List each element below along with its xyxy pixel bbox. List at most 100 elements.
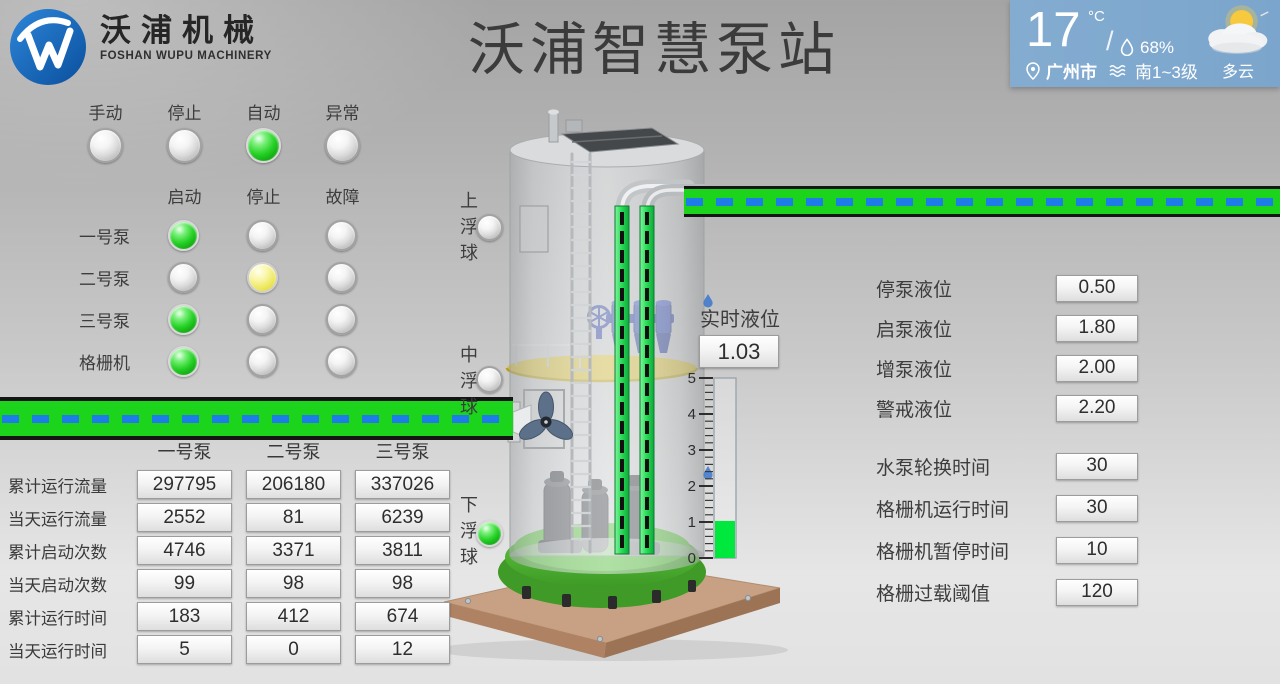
stats-cell-5-0: 5 [130,635,239,664]
pump-lamp-cell-1-1 [223,256,302,298]
timer-value-0[interactable]: 30 [1056,452,1138,480]
pump-lamp-cell-0-2 [302,214,381,256]
mode-lamp-2 [246,127,281,163]
company-logo: 沃浦机械 FOSHAN WUPU MACHINERY [6,3,272,87]
stats-cell-5-1: 0 [239,635,348,664]
mode-lamp-cell-2 [224,122,303,168]
weather-city: 广州市 [1046,63,1097,82]
ladder [570,152,592,554]
pump-row-label-2: 三号泵 [79,311,130,331]
stats-table-header: 一号泵 二号泵 三号泵 [8,438,457,464]
stats-value-2-2: 3811 [355,536,450,565]
location-pin-icon [1026,61,1040,80]
timer-row-2: 格栅机暂停时间 10 [876,529,1138,571]
timer-value-1[interactable]: 30 [1056,494,1138,522]
stats-cell-3-1: 98 [239,569,348,598]
stats-cell-4-2: 674 [348,602,457,631]
setpoint-value-0[interactable]: 0.50 [1056,274,1138,302]
mode-indicator-panel: 手动停止自动异常 [66,100,382,168]
setpoint-label-1: 启泵液位 [876,319,953,341]
timer-label-3: 格栅过载阈值 [876,583,991,605]
stats-corner-cell [8,438,130,464]
humidity-droplet-icon [1120,38,1134,56]
pump-lamp-0-0 [168,219,199,251]
stats-cell-2-0: 4746 [130,536,239,565]
brand-name-cn: 沃浦机械 [100,13,264,48]
setpoint-row-0: 停泵液位 0.50 [876,268,1138,308]
weather-temp-unit: °C [1088,8,1105,25]
stats-col-header-2: 三号泵 [375,442,430,462]
inlet-pipe-flow-dashes [2,414,511,423]
pump-lamp-cell-3-0 [144,340,223,382]
mode-label-1: 停止 [167,103,202,123]
pump-row-label-0: 一号泵 [79,227,130,247]
svg-text:3: 3 [688,442,696,459]
timer-value-2[interactable]: 10 [1056,536,1138,564]
svg-text:2: 2 [688,478,696,495]
stats-cell-4-1: 412 [239,602,348,631]
inlet-pipe [0,397,513,440]
pump-lamp-cell-2-2 [302,298,381,340]
timer-label-2: 格栅机暂停时间 [876,541,1010,563]
stats-cell-1-0: 2552 [130,503,239,532]
setpoint-value-2[interactable]: 2.00 [1056,354,1138,382]
setpoint-label-3: 警戒液位 [876,399,953,421]
stats-value-3-2: 98 [355,569,450,598]
pump-lamp-2-2 [326,303,357,335]
drip-icons [703,294,713,480]
pump-lamp-col-header-1: 停止 [246,187,281,207]
weather-wind: 南1~3级 [1135,63,1198,82]
mode-lamp-3 [325,127,360,163]
timer-row-1: 格栅机运行时间 30 [876,487,1138,529]
pump-lamp-col-header-0: 启动 [167,187,202,207]
stats-cell-0-2: 337026 [348,470,457,499]
stats-value-1-1: 81 [246,503,341,532]
stats-value-2-1: 3371 [246,536,341,565]
outlet-pipe [684,186,1280,217]
pump-lamp-3-2 [326,345,357,377]
svg-text:0: 0 [688,550,696,567]
pump-lamp-3-1 [247,345,278,377]
mode-lamp-1 [167,127,202,163]
pump-lamp-2-0 [168,303,199,335]
stats-cell-5-2: 12 [348,635,457,664]
setpoint-label-0: 停泵液位 [876,279,953,301]
stats-row-label-5: 当天运行时间 [8,642,107,661]
pump-lamp-3-0 [168,345,199,377]
setpoint-value-3[interactable]: 2.20 [1056,394,1138,422]
weather-location-wind: 广州市 南1~3级 [1026,58,1198,83]
stats-value-1-0: 2552 [137,503,232,532]
timer-value-3[interactable]: 120 [1056,578,1138,606]
pump-lamp-1-2 [326,261,357,293]
float-label-1: 中浮球 [460,345,478,417]
stats-col-header-0: 一号泵 [157,442,212,462]
setpoint-value-1[interactable]: 1.80 [1056,314,1138,342]
stats-value-0-1: 206180 [246,470,341,499]
timer-settings-panel: 水泵轮换时间 30 格栅机运行时间 30 格栅机暂停时间 10 格栅过载阈值 120 [876,445,1138,613]
svg-text:4: 4 [688,406,696,423]
setpoint-row-3: 警戒液位 2.20 [876,388,1138,428]
svg-text:5: 5 [688,370,696,387]
riser-pipes [614,205,655,555]
stats-row-label-0: 累计运行流量 [8,477,107,496]
pump-lamp-1-1 [247,261,278,293]
weather-humidity: 68% [1140,38,1175,57]
stats-cell-3-0: 99 [130,569,239,598]
stats-value-4-2: 674 [355,602,450,631]
realtime-level-label: 实时液位 [700,309,780,331]
timer-label-0: 水泵轮换时间 [876,457,991,479]
float-lamp-2 [476,520,503,547]
level-gauge-fill [715,520,735,558]
stats-col-header-1: 二号泵 [266,442,321,462]
float-label-0: 上浮球 [460,191,478,263]
stats-cell-2-1: 3371 [239,536,348,565]
timer-label-1: 格栅机运行时间 [876,499,1010,521]
pump-lamp-1-0 [168,261,199,293]
